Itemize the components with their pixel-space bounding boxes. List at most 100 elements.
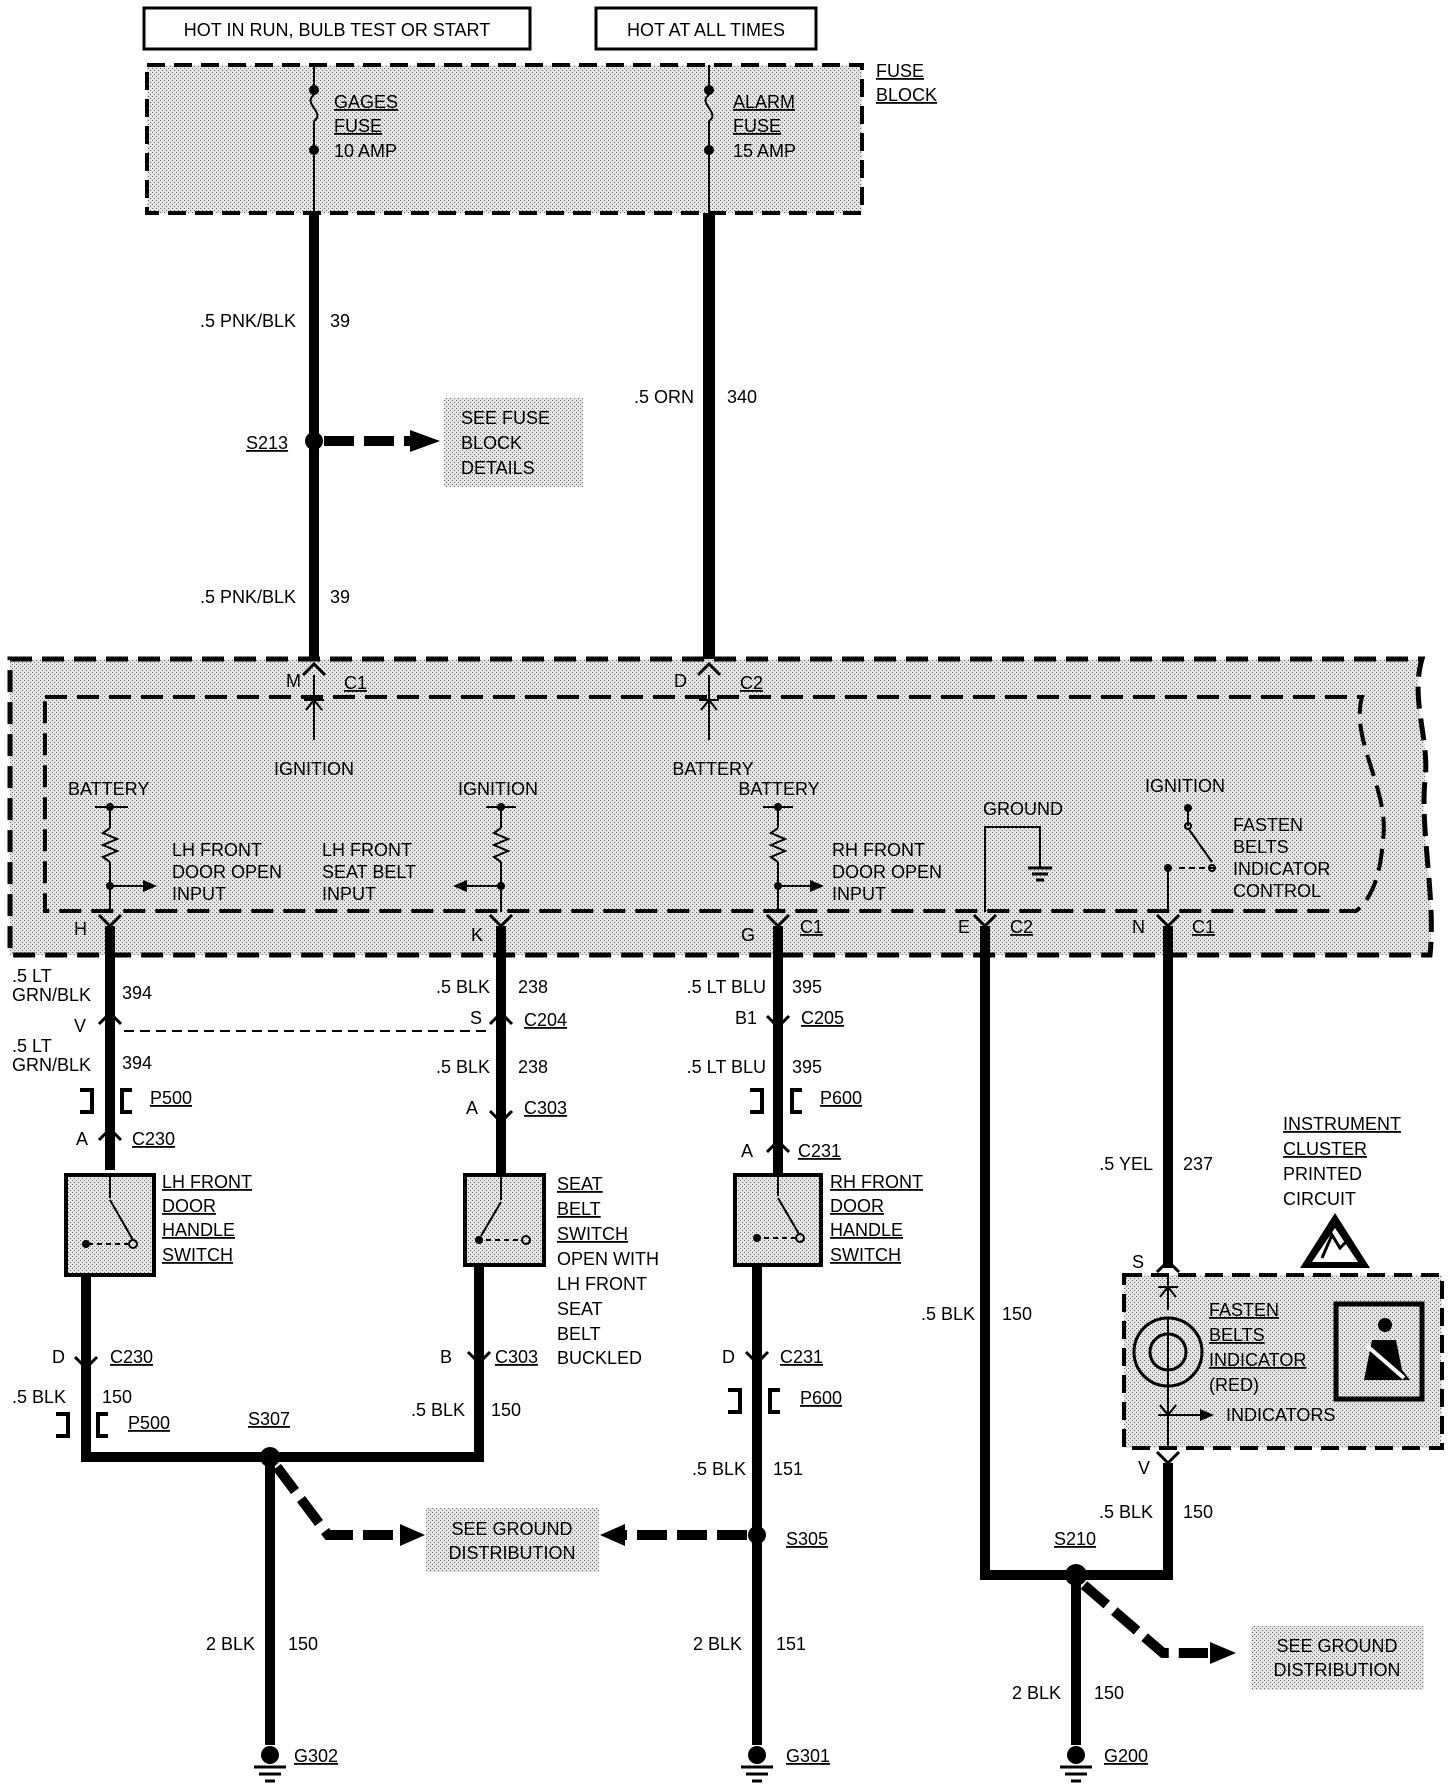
splice-s307: S307 bbox=[81, 1409, 484, 1745]
wire-39: .5 PNK/BLK 39 .5 PNK/BLK 39 bbox=[200, 213, 350, 668]
wire-150-cluster: V .5 BLK 150 bbox=[1099, 1450, 1213, 1579]
svg-text:E: E bbox=[958, 917, 970, 937]
ref-see-ground-distribution-1: SEE GROUND DISTRIBUTION bbox=[426, 1508, 599, 1572]
svg-text:39: 39 bbox=[330, 311, 350, 331]
svg-text:BELT: BELT bbox=[557, 1199, 601, 1219]
svg-text:C205: C205 bbox=[801, 1008, 844, 1028]
svg-text:FASTEN: FASTEN bbox=[1233, 815, 1303, 835]
svg-text:SEAT: SEAT bbox=[557, 1299, 603, 1319]
svg-text:INPUT: INPUT bbox=[832, 884, 886, 904]
svg-text:GROUND: GROUND bbox=[983, 799, 1063, 819]
svg-text:.5 LT BLU: .5 LT BLU bbox=[687, 1057, 766, 1077]
ground-g302: G302 bbox=[254, 1746, 338, 1783]
svg-text:S213: S213 bbox=[246, 433, 288, 453]
pin-m-c1: M C1 IGNITION bbox=[274, 661, 367, 779]
svg-text:2 BLK: 2 BLK bbox=[1012, 1683, 1061, 1703]
svg-text:INDICATOR: INDICATOR bbox=[1233, 859, 1330, 879]
svg-text:B: B bbox=[440, 1347, 452, 1367]
svg-text:.5 ORN: .5 ORN bbox=[634, 387, 694, 407]
svg-text:237: 237 bbox=[1183, 1154, 1213, 1174]
ref-see-ground-distribution-2: SEE GROUND DISTRIBUTION bbox=[1251, 1626, 1424, 1690]
svg-text:P500: P500 bbox=[128, 1413, 170, 1433]
svg-text:V: V bbox=[74, 1016, 86, 1036]
svg-text:BELTS: BELTS bbox=[1209, 1325, 1265, 1345]
svg-text:A: A bbox=[741, 1141, 753, 1161]
svg-text:.5 LT: .5 LT bbox=[12, 966, 52, 986]
lh-door-input: BATTERY LH FRONT DOOR OPEN INPUT bbox=[68, 779, 282, 912]
svg-text:INPUT: INPUT bbox=[322, 884, 376, 904]
svg-text:SEE FUSE: SEE FUSE bbox=[461, 408, 550, 428]
svg-text:C231: C231 bbox=[798, 1141, 841, 1161]
rh-door-handle-switch: RH FRONT DOOR HANDLE SWITCH bbox=[733, 1172, 923, 1267]
svg-text:.5 YEL: .5 YEL bbox=[1099, 1154, 1153, 1174]
svg-text:BELT: BELT bbox=[557, 1324, 601, 1344]
svg-text:IGNITION: IGNITION bbox=[274, 759, 354, 779]
lh-door-handle-switch: LH FRONT DOOR HANDLE SWITCH bbox=[64, 1172, 252, 1277]
wire-150-module-ground: .5 BLK 150 bbox=[921, 926, 1032, 1579]
svg-text:150: 150 bbox=[1183, 1502, 1213, 1522]
svg-text:ALARM: ALARM bbox=[733, 92, 795, 112]
svg-text:DOOR: DOOR bbox=[830, 1196, 884, 1216]
svg-text:C230: C230 bbox=[110, 1347, 153, 1367]
svg-text:CLUSTER: CLUSTER bbox=[1283, 1139, 1367, 1159]
svg-text:.5 BLK: .5 BLK bbox=[921, 1304, 975, 1324]
splice-s305: S305 bbox=[600, 1524, 828, 1549]
gages-fuse: GAGES FUSE 10 AMP bbox=[309, 65, 398, 213]
svg-text:INPUT: INPUT bbox=[172, 884, 226, 904]
lh-seat-belt-input: IGNITION LH FRONT SEAT BELT INPUT bbox=[322, 779, 538, 912]
svg-text:DOOR OPEN: DOOR OPEN bbox=[832, 862, 942, 882]
wire-340: .5 ORN 340 bbox=[634, 213, 757, 668]
svg-text:HOT IN RUN, BULB TEST OR START: HOT IN RUN, BULB TEST OR START bbox=[184, 20, 490, 40]
splice-s210: S210 bbox=[980, 1529, 1236, 1745]
svg-text:150: 150 bbox=[102, 1387, 132, 1407]
connector-a-c230: A C230 bbox=[76, 1126, 175, 1149]
svg-text:OPEN WITH: OPEN WITH bbox=[557, 1249, 659, 1269]
svg-text:340: 340 bbox=[727, 387, 757, 407]
svg-text:BLOCK: BLOCK bbox=[876, 85, 937, 105]
svg-text:DOOR OPEN: DOOR OPEN bbox=[172, 862, 282, 882]
svg-text:C2: C2 bbox=[1010, 917, 1033, 937]
svg-text:C1: C1 bbox=[1192, 917, 1215, 937]
svg-text:C303: C303 bbox=[495, 1347, 538, 1367]
svg-text:.5 LT: .5 LT bbox=[12, 1036, 52, 1056]
svg-text:SEE GROUND: SEE GROUND bbox=[1276, 1636, 1397, 1656]
svg-text:C1: C1 bbox=[344, 673, 367, 693]
svg-text:FUSE: FUSE bbox=[876, 61, 924, 81]
svg-text:S307: S307 bbox=[248, 1409, 290, 1429]
svg-text:INSTRUMENT: INSTRUMENT bbox=[1283, 1114, 1401, 1134]
svg-text:LH FRONT: LH FRONT bbox=[162, 1172, 252, 1192]
svg-text:C204: C204 bbox=[524, 1010, 567, 1030]
svg-text:RH FRONT: RH FRONT bbox=[832, 840, 925, 860]
svg-text:CONTROL: CONTROL bbox=[1233, 881, 1321, 901]
svg-text:IGNITION: IGNITION bbox=[1145, 776, 1225, 796]
alarm-fuse: ALARM FUSE 15 AMP bbox=[704, 65, 796, 213]
svg-text:FASTEN: FASTEN bbox=[1209, 1300, 1279, 1320]
svg-text:C230: C230 bbox=[132, 1129, 175, 1149]
svg-text:C231: C231 bbox=[780, 1347, 823, 1367]
connector-v-s-c204: V S C204 bbox=[74, 1008, 567, 1036]
svg-text:394: 394 bbox=[122, 983, 152, 1003]
splice-s213: S213 bbox=[246, 430, 440, 453]
svg-text:150: 150 bbox=[288, 1634, 318, 1654]
svg-text:S: S bbox=[470, 1008, 482, 1028]
svg-text:FUSE: FUSE bbox=[733, 116, 781, 136]
svg-text:G302: G302 bbox=[294, 1746, 338, 1766]
svg-text:SWITCH: SWITCH bbox=[557, 1224, 628, 1244]
seatbelt-icon bbox=[1333, 1301, 1425, 1402]
fasten-belts-control: IGNITION FASTEN BELTS INDICATOR CONTROL bbox=[1145, 776, 1330, 912]
svg-text:394: 394 bbox=[122, 1053, 152, 1073]
wire-238: .5 BLK 238 .5 BLK 238 A C303 bbox=[436, 926, 567, 1175]
svg-text:15 AMP: 15 AMP bbox=[733, 141, 796, 161]
header-hot-in-run: HOT IN RUN, BULB TEST OR START bbox=[142, 6, 532, 51]
svg-text:HANDLE: HANDLE bbox=[830, 1220, 903, 1240]
svg-text:GRN/BLK: GRN/BLK bbox=[12, 985, 91, 1005]
control-module bbox=[7, 656, 1434, 958]
svg-text:GAGES: GAGES bbox=[334, 92, 398, 112]
svg-text:.5 LT BLU: .5 LT BLU bbox=[687, 977, 766, 997]
svg-text:LH FRONT: LH FRONT bbox=[322, 840, 412, 860]
svg-text:S210: S210 bbox=[1054, 1529, 1096, 1549]
wire-151-g301: 2 BLK 151 bbox=[693, 1634, 806, 1654]
svg-text:P600: P600 bbox=[820, 1088, 862, 1108]
svg-text:395: 395 bbox=[792, 1057, 822, 1077]
seat-belt-switch: SEAT BELT SWITCH OPEN WITH LH FRONT SEAT… bbox=[463, 1173, 659, 1368]
